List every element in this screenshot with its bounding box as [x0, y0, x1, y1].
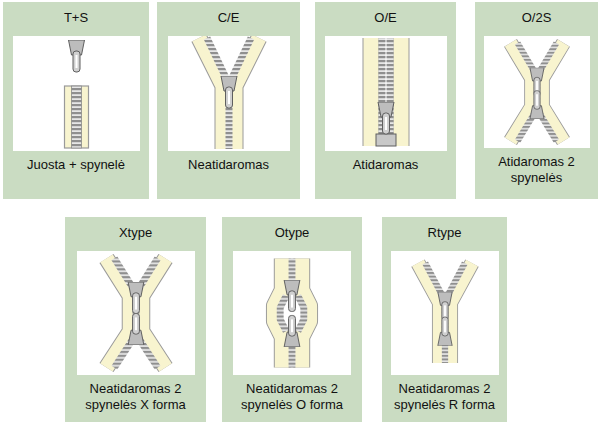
zipper-card: Otype Neatidaromas 2 spynelės O forma: [222, 217, 362, 422]
zipper-card: C/E Neatidaromas: [157, 2, 300, 199]
zipper-illustration: [325, 36, 447, 151]
zipper-caption: Neatidaromas 2 spynelės X forma: [65, 381, 206, 413]
type-code: T+S: [64, 8, 88, 28]
zipper-card: Rtype Neatidaromas 2 spynelės R forma: [382, 217, 507, 422]
type-code: Rtype: [428, 223, 462, 243]
zipper-caption: Neatidaromas: [157, 157, 300, 173]
type-code: Xtype: [119, 223, 152, 243]
zipper-caption: Juosta + spynelė: [3, 157, 149, 173]
zipper-card: Xtype Neatidaromas 2 spynelės X forma: [65, 217, 206, 422]
type-code: O/2S: [522, 8, 552, 28]
zipper-caption: Neatidaromas 2 spynelės R forma: [382, 381, 507, 413]
zipper-illustration: [13, 36, 140, 151]
zipper-illustration: [77, 251, 195, 375]
type-code: C/E: [218, 8, 240, 28]
zipper-illustration: [484, 36, 590, 148]
zipper-illustration: [391, 251, 499, 375]
type-code: Otype: [275, 223, 310, 243]
type-code: O/E: [374, 8, 396, 28]
zipper-illustration: [233, 251, 351, 375]
zipper-illustration: [168, 36, 290, 151]
zipper-caption: Neatidaromas 2 spynelės O forma: [222, 381, 362, 413]
zipper-card: O/2S Atidaromas 2 spynelės: [475, 2, 598, 199]
zipper-card: O/E Atidaromas: [315, 2, 456, 199]
zipper-caption: Atidaromas 2 spynelės: [475, 154, 598, 186]
zipper-caption: Atidaromas: [315, 157, 456, 173]
zipper-card: T+S Juosta + spynelė: [3, 2, 149, 199]
